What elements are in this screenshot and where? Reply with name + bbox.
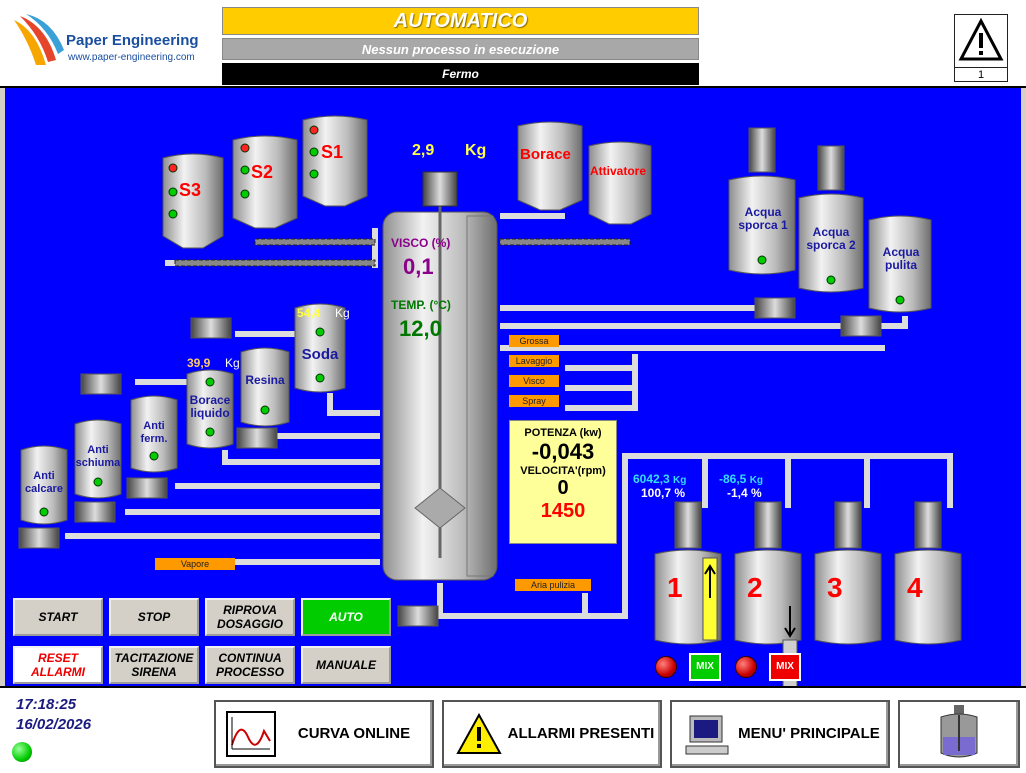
tank2-alarm-light	[735, 656, 757, 678]
tank-resina-label: Resina	[245, 373, 285, 387]
storage-tank-4-label: 4	[907, 572, 923, 603]
process-status: Nessun processo in esecuzione	[222, 38, 699, 60]
computer-icon	[685, 715, 729, 755]
speed-setpoint: 1450	[540, 500, 586, 522]
process-diagram	[18, 115, 962, 686]
paper-engineering-logo-icon	[14, 14, 64, 65]
stop-button[interactable]: STOP	[109, 598, 199, 636]
continua-processo-button[interactable]: CONTINUA PROCESSO	[205, 646, 295, 684]
tank2-kg-value: -86,5	[719, 472, 747, 486]
temp-label: TEMP. (°C)	[391, 298, 451, 312]
tank-acqua-pulita-label: Acqua pulita	[882, 245, 920, 272]
header-bar: Paper Engineering www.paper-engineering.…	[0, 0, 1026, 88]
process-mimic-panel: S3 S2 S1 Borace Attivatore 2,9 Kg VISCO …	[5, 88, 1021, 686]
power-value: -0,043	[531, 439, 595, 464]
storage-tank-2-label: 2	[747, 572, 763, 603]
tank1-mix-button[interactable]: MIX	[689, 653, 721, 681]
line-aria-pulizia-label: Aria pulizia	[515, 579, 591, 591]
soda-weight: 54,4	[297, 306, 321, 320]
riprova-dosaggio-button[interactable]: RIPROVA DOSAGGIO	[205, 598, 295, 636]
curva-online-button[interactable]: CURVA ONLINE	[214, 700, 434, 768]
allarmi-presenti-button[interactable]: ALLARMI PRESENTI	[442, 700, 662, 768]
line-visco-label: Visco	[509, 375, 559, 387]
manuale-button[interactable]: MANUALE	[301, 646, 391, 684]
silo-s3-label: S3	[179, 180, 202, 200]
speed-value: 0	[557, 477, 569, 499]
power-label: POTENZA (kw)	[524, 427, 602, 439]
borace-liquido-weight: 39,9	[187, 356, 211, 370]
tank1-pct-value: 100,7	[641, 486, 672, 500]
allarmi-presenti-label: ALLARMI PRESENTI	[507, 725, 655, 742]
start-button[interactable]: START	[13, 598, 103, 636]
silo-attivatore-label: Attivatore	[590, 164, 647, 178]
tank1-alarm-light	[655, 656, 677, 678]
silo-s2-label: S2	[251, 162, 274, 182]
alarm-indicator-button[interactable]: 1	[954, 14, 1008, 82]
tank-acqua-sporca-1-label: Acqua sporca 1	[738, 205, 788, 232]
tank-acqua-sporca-2-label: Acqua sporca 2	[806, 225, 856, 252]
tank2-weight: -86,5 Kg	[719, 472, 763, 486]
tank-overview-button[interactable]	[898, 700, 1020, 768]
tacitazione-sirena-button[interactable]: TACITAZIONE SIRENA	[109, 646, 199, 684]
tank2-percent: -1,4 %	[727, 486, 762, 500]
soda-weight-unit: Kg	[335, 306, 350, 320]
menu-principale-label: MENU' PRINCIPALE	[738, 725, 880, 742]
speed-label: VELOCITA'(rpm)	[520, 465, 606, 477]
tank-borace-liquido-label: Borace liquido	[189, 393, 231, 420]
tank1-percent: 100,7 %	[641, 486, 685, 500]
line-vapore-label: Vapore	[155, 558, 235, 570]
visco-value: 0,1	[403, 254, 434, 279]
silo-s1-label: S1	[321, 142, 344, 162]
warning-triangle-icon	[958, 17, 1004, 61]
tank1-kg-unit: Kg	[673, 475, 687, 486]
mixing-tank-icon	[940, 705, 978, 758]
power-speed-panel: POTENZA (kw) -0,043 VELOCITA'(rpm) 0 145…	[509, 420, 617, 544]
mixer-weight-unit: Kg	[465, 142, 487, 159]
mode-indicator: AUTOMATICO	[222, 7, 699, 35]
warning-icon	[456, 712, 502, 754]
machine-state: Fermo	[222, 63, 699, 85]
tank-anti-calcare-label: Anti calcare	[25, 470, 63, 495]
footer-bar: 17:18:25 16/02/2026 CURVA ONLINE ALLARMI…	[0, 686, 1026, 773]
company-logo: Paper Engineering www.paper-engineering.…	[6, 8, 216, 78]
line-spray-label: Spray	[509, 395, 559, 407]
tank2-kg-unit: Kg	[749, 475, 764, 486]
storage-tank-3-label: 3	[827, 572, 843, 603]
tank1-weight: 6042,3 Kg	[633, 472, 686, 486]
auto-button[interactable]: AUTO	[301, 598, 391, 636]
status-light-icon	[12, 742, 32, 762]
tank1-kg-value: 6042,3	[633, 472, 670, 486]
tank2-pct-unit: %	[751, 486, 762, 500]
storage-tank-1-label: 1	[667, 572, 683, 603]
borace-liquido-weight-unit: Kg	[225, 356, 240, 370]
logo-brand: Paper Engineering	[66, 32, 199, 49]
mixer-weight-value: 2,9	[412, 142, 435, 159]
silo-borace-label: Borace	[520, 146, 571, 163]
line-lavaggio-label: Lavaggio	[509, 355, 559, 367]
line-grossa-label: Grossa	[509, 335, 559, 347]
tank-anti-schiuma-label: Anti schiuma	[75, 444, 121, 469]
clock-date: 16/02/2026	[16, 716, 92, 733]
chart-icon	[226, 711, 276, 757]
tank2-pct-value: -1,4	[727, 486, 748, 500]
tank1-pct-unit: %	[674, 486, 686, 500]
tank-anti-fermento-label: Anti ferm.	[140, 420, 168, 445]
alarm-count: 1	[955, 67, 1007, 81]
tank1-level-bar	[702, 557, 718, 641]
logo-url: www.paper-engineering.com	[68, 52, 195, 63]
curva-online-label: CURVA ONLINE	[297, 725, 411, 742]
menu-principale-button[interactable]: MENU' PRINCIPALE	[670, 700, 890, 768]
reset-allarmi-button[interactable]: RESET ALLARMI	[13, 646, 103, 684]
tank-soda-label: Soda	[301, 346, 339, 363]
tank2-mix-button[interactable]: MIX	[769, 653, 801, 681]
clock-time: 17:18:25	[16, 696, 77, 713]
temp-value: 12,0	[399, 316, 442, 341]
visco-label: VISCO (%)	[391, 236, 451, 250]
